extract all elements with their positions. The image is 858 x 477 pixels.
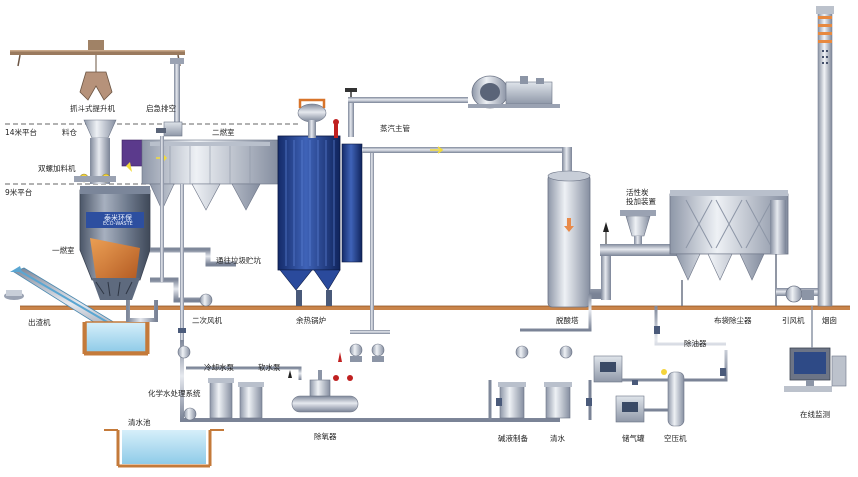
label-double-feeder: 双螺加料机: [38, 164, 76, 173]
label-online-monitor: 在线监测: [800, 410, 830, 419]
label-platform-9m: 9米平台: [5, 188, 33, 197]
label-waste-pit: 通往垃圾贮坑: [216, 256, 261, 265]
ground-line: [20, 306, 850, 310]
label-bag-filter: 布袋除尘器: [714, 316, 752, 325]
label-deacid-tower: 脱酸塔: [556, 316, 579, 325]
label-alkali-prep: 碱液制备: [498, 434, 528, 443]
label-activated-carbon: 活性炭 投加装置: [626, 188, 656, 206]
cooling-pump: [177, 345, 191, 359]
emergency-vent: [156, 58, 184, 137]
label-grab-crane: 抓斗式提升机: [70, 104, 115, 113]
air-system: [593, 306, 728, 427]
logo-plate: [86, 212, 144, 228]
deaerator: [288, 352, 359, 413]
label-second-chamber: 二燃室: [212, 128, 235, 137]
clear-water-pool: [104, 429, 224, 468]
steam-turbine: [468, 75, 560, 109]
deacid-tower: [547, 170, 591, 308]
label-steam-main: 蒸汽主管: [380, 124, 410, 133]
label-chem-water: 化学水处理系统: [148, 389, 201, 398]
valves: [178, 326, 726, 406]
bag-filter: [669, 190, 789, 306]
clear-water-tank: [544, 382, 572, 419]
label-oil-remover: 除油器: [684, 339, 707, 348]
label-first-chamber: 一燃室: [52, 246, 75, 255]
slag-water-pit: [82, 321, 150, 356]
activated-carbon-device: [620, 210, 656, 248]
label-waste-heat-boiler: 余热锅炉: [296, 316, 326, 325]
label-hopper: 料仓: [62, 128, 77, 137]
secondary-fan: [199, 293, 213, 307]
logo-cn: 泰米环保: [104, 214, 132, 222]
online-monitor: [784, 306, 847, 392]
feed-pumps: [349, 343, 385, 362]
label-air-compressor: 空压机: [664, 434, 687, 443]
pipe-waste-pit: [150, 247, 236, 267]
label-emergency-vent: 启急排空: [146, 104, 176, 113]
burner: [121, 139, 143, 167]
label-clear-pool: 清水池: [128, 418, 151, 427]
label-gas-tank: 储气罐: [622, 434, 645, 443]
chem-water-tanks: [208, 378, 264, 419]
label-deaerator: 除氧器: [314, 432, 337, 441]
label-soft-water-pump: 软水泵: [258, 363, 281, 372]
waste-heat-boiler: [277, 98, 363, 306]
first-chamber: [79, 186, 151, 300]
label-clear-water: 清水: [550, 434, 565, 443]
flue-duct: [362, 147, 568, 153]
label-platform-14m: 14米平台: [5, 128, 38, 137]
label-slag-remover: 出渣机: [28, 318, 51, 327]
induced-fan: [776, 285, 820, 303]
steam-drum: [297, 103, 327, 123]
label-induced-fan: 引风机: [782, 316, 805, 325]
grab-crane: [10, 40, 185, 101]
label-chimney: 烟囱: [822, 316, 837, 325]
label-secondary-fan: 二次风机: [192, 316, 222, 325]
alkali-tank: [498, 382, 526, 419]
hopper: [74, 119, 117, 184]
logo-en: ECO-WASTE: [103, 221, 133, 227]
steam-main: [345, 88, 468, 137]
label-cooling-pump: 冷却水泵: [204, 363, 234, 372]
chimney: [816, 6, 834, 307]
second-chamber: [126, 139, 279, 211]
